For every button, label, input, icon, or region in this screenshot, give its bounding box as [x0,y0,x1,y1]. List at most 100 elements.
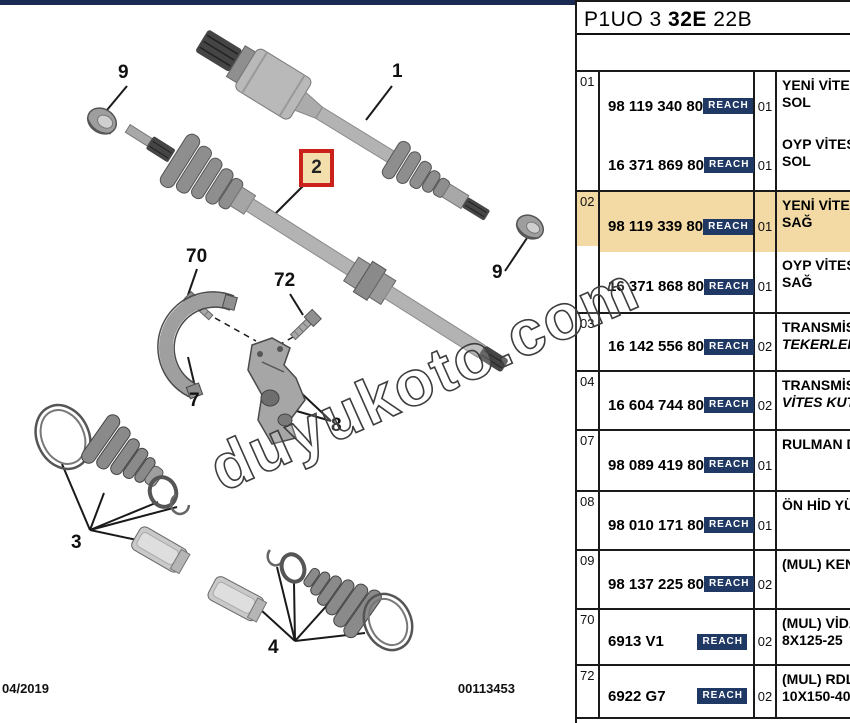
callout-label-72[interactable]: 72 [274,270,296,291]
part-number: 16 371 869 80 [608,156,704,174]
part-number: 98 010 171 80 [608,516,704,534]
qty-cell: 01 [755,72,777,131]
document-number: 00113453 [457,681,515,696]
leader-lines [61,85,528,642]
qty-cell: 01 [755,252,777,312]
desc-line-1: TRANSMİSY [782,377,850,393]
qty-cell: 02 [755,610,777,664]
desc-line-1: OYP VİTES [782,136,850,152]
qty-cell: 02 [755,551,777,608]
reach-badge[interactable]: REACH [703,397,754,413]
row-index: 70 [577,610,600,664]
row-index: 72 [577,666,600,717]
qty-cell: 02 [755,666,777,717]
part-number: 16 371 868 80 [608,278,704,295]
boot-kit-3 [34,403,191,575]
callout-label-3[interactable]: 3 [71,532,82,553]
desc-line-2: SAĞ [782,214,813,230]
row-index: 04 [577,372,600,429]
bearing-bracket-8 [247,337,306,445]
row-index: 01 [577,72,600,190]
reach-badge[interactable]: REACH [703,576,754,592]
desc-line-1: ÖN HİD YÜ [782,497,850,513]
reach-badge[interactable]: REACH [703,517,754,533]
reach-badge[interactable]: REACH [703,98,753,114]
row-index: 09 [577,551,600,608]
desc-line-1: OYP VİTES [782,257,850,273]
callout-label-9-left[interactable]: 9 [118,62,129,83]
top-accent-bar [0,0,578,5]
part-number: 6922 G7 [608,687,666,705]
plate-code: P1UO 3 32E 22B [577,2,850,35]
callout-label-1[interactable]: 1 [392,61,403,82]
reach-badge[interactable]: REACH [703,157,754,173]
bolt-72 [289,308,322,341]
boot-kit-4 [207,549,414,652]
reach-badge[interactable]: REACH [697,688,747,704]
part-number: 16 604 744 80 [608,396,704,414]
drive-shaft-right [196,30,490,221]
row-index: 07 [577,431,600,490]
drive-shaft-left [124,123,508,372]
desc-line-1: (MUL) KEN [782,556,850,572]
desc-line-2: SOL [782,153,811,169]
desc-line-1: (MUL) VİDA [782,615,850,631]
plate-code-prefix: P1UO 3 [584,8,669,31]
reach-badge[interactable]: REACH [703,457,754,473]
parts-table-row[interactable]: 6913 V1 REACH 02 (MUL) VİDA8X125-25 [600,610,850,664]
qty-cell: 01 [755,131,777,190]
callout-label-70[interactable]: 70 [186,246,208,267]
desc-line-1: (MUL) RDL [782,671,850,687]
callout-label-2-selected[interactable]: 2 [299,149,334,187]
parts-row-group-70: 70 6913 V1 REACH 02 (MUL) VİDA8X125-25 [577,608,850,664]
desc-line-2: SAĞ [782,274,813,290]
desc-line-2: 10X150-40 [782,688,850,704]
reach-badge[interactable]: REACH [697,633,747,650]
part-number: 98 119 339 80 [608,218,704,235]
row-index: 02 [577,192,600,312]
row-index: 08 [577,492,600,549]
part-number: 6913 V1 [608,633,664,650]
qty-cell: 02 [755,372,777,429]
desc-line-2: VİTES KUT [782,394,850,410]
plate-code-bold: 32E [668,8,707,31]
callout-label-4[interactable]: 4 [268,637,279,658]
plate-code-suffix: 22B [706,8,753,31]
callout-label-8[interactable]: 8 [331,415,342,436]
parts-diagram: 9 1 2 70 72 7 8 3 4 9 04/2019 00113453 [2,30,545,696]
desc-line-1: RULMAN DA [782,436,850,452]
part-number: 98 089 419 80 [608,456,704,474]
qty-cell: 02 [755,314,777,370]
callout-label-9-right[interactable]: 9 [492,262,503,283]
reach-badge[interactable]: REACH [703,338,754,355]
callout-label-7[interactable]: 7 [189,390,200,411]
qty-cell: 01 [755,431,777,490]
reach-badge[interactable]: REACH [703,218,753,235]
part-number: 16 142 556 80 [608,338,704,355]
reach-badge[interactable]: REACH [703,278,754,295]
hub-nut-left [86,107,118,135]
part-number: 98 119 340 80 [608,97,704,115]
desc-line-2: 8X125-25 [782,632,843,648]
part-number: 98 137 225 80 [608,575,704,593]
clamp-bracket-7 [157,291,238,400]
desc-line-1: TRANSMİSY [782,319,850,335]
